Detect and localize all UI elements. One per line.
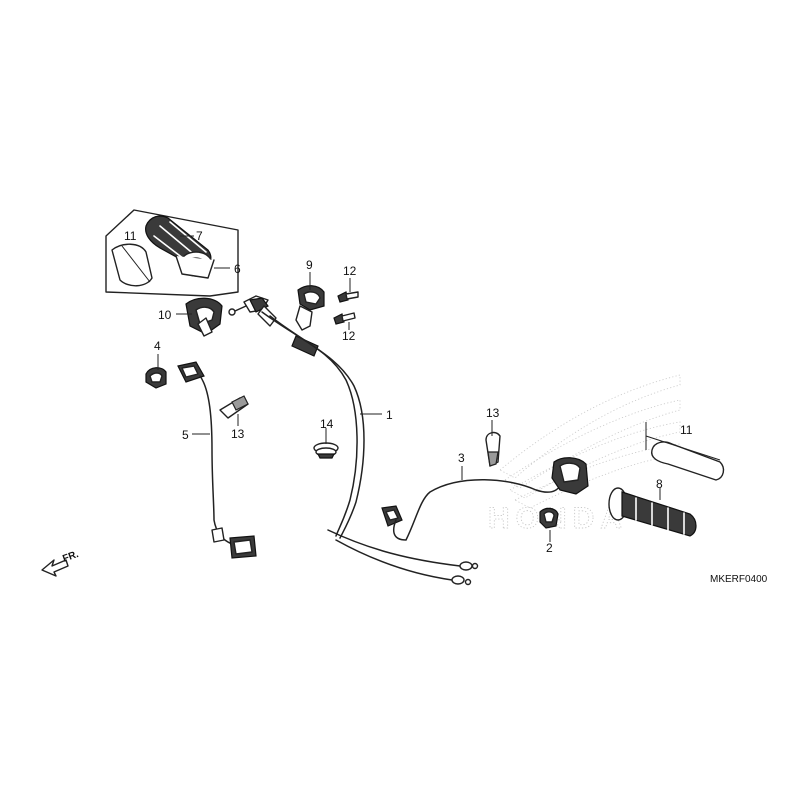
callout-4: 4 [154, 339, 161, 353]
callout-12-top: 12 [343, 264, 357, 278]
diagram-code: MKERF0400 [710, 574, 768, 585]
front-direction-arrow: FR. [41, 549, 80, 577]
part-1-throttle-cable [261, 311, 479, 586]
part-10-throttle-cover [185, 297, 223, 337]
callout-13-right: 13 [486, 406, 500, 420]
callout-5: 5 [182, 428, 189, 442]
callout-6: 6 [234, 262, 241, 276]
part-8-grip [608, 487, 697, 537]
arrow-left-icon [41, 559, 69, 577]
callout-11-left: 11 [124, 229, 137, 243]
callout-12-bottom: 12 [342, 329, 356, 343]
callout-10: 10 [158, 308, 172, 322]
part-7-throttle-grip [145, 215, 215, 279]
part-3-switch-harness [381, 457, 589, 541]
callout-7: 7 [196, 229, 203, 243]
callout-3: 3 [458, 451, 465, 465]
direction-label: FR. [61, 549, 80, 565]
part-9-holder [295, 285, 325, 331]
callout-13-left: 13 [231, 427, 245, 441]
part-13-cable-tie-right [485, 431, 501, 467]
part-12-bolts [333, 291, 359, 325]
part-2-clamp [539, 507, 559, 529]
watermark-honda-text: HONDA [488, 502, 628, 535]
part-5-switch-harness [177, 361, 257, 559]
throttle-cable-end [228, 295, 319, 357]
callout-9: 9 [306, 258, 313, 272]
part-13-cable-tie-left [219, 395, 249, 419]
leader-lines [157, 235, 661, 542]
part-11-grip-sleeve-left [111, 243, 153, 287]
part-11-grip-sleeve-right [645, 422, 725, 481]
callout-2: 2 [546, 541, 553, 555]
callout-8: 8 [656, 477, 663, 491]
part-14-band [313, 442, 339, 459]
part-4-clamp [145, 367, 167, 389]
callout-11-right: 11 [680, 423, 693, 437]
callout-1: 1 [386, 408, 393, 422]
callout-labels: 7 11 6 10 9 12 12 4 5 13 14 1 13 3 11 8 … [124, 229, 693, 555]
callout-14: 14 [320, 417, 334, 431]
